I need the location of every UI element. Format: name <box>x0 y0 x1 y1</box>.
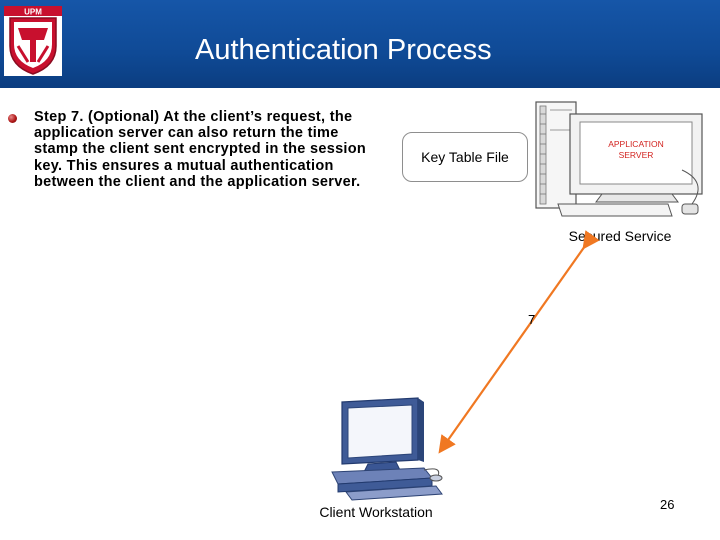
bullet-icon <box>8 114 17 123</box>
server-screen-line2: SERVER <box>619 150 654 160</box>
upm-logo-icon: UPM <box>4 6 62 76</box>
title-divider <box>0 88 720 90</box>
step-text: Step 7. (Optional) At the client’s reque… <box>34 109 367 190</box>
page-title: Authentication Process <box>195 34 492 66</box>
secured-service-label: Secured Service <box>568 228 672 244</box>
client-workstation-icon <box>331 397 443 501</box>
server-screen-line1: APPLICATION <box>608 139 664 149</box>
application-server-icon: APPLICATION SERVER <box>535 101 703 217</box>
svg-text:UPM: UPM <box>24 8 42 17</box>
page-number: 26 <box>660 497 675 512</box>
title-bar: UPM Authentication Process <box>0 0 720 88</box>
key-table-file-box: Key Table File <box>402 132 528 182</box>
arrow-step-label: 7 <box>528 312 536 327</box>
client-workstation-label: Client Workstation <box>319 504 433 520</box>
